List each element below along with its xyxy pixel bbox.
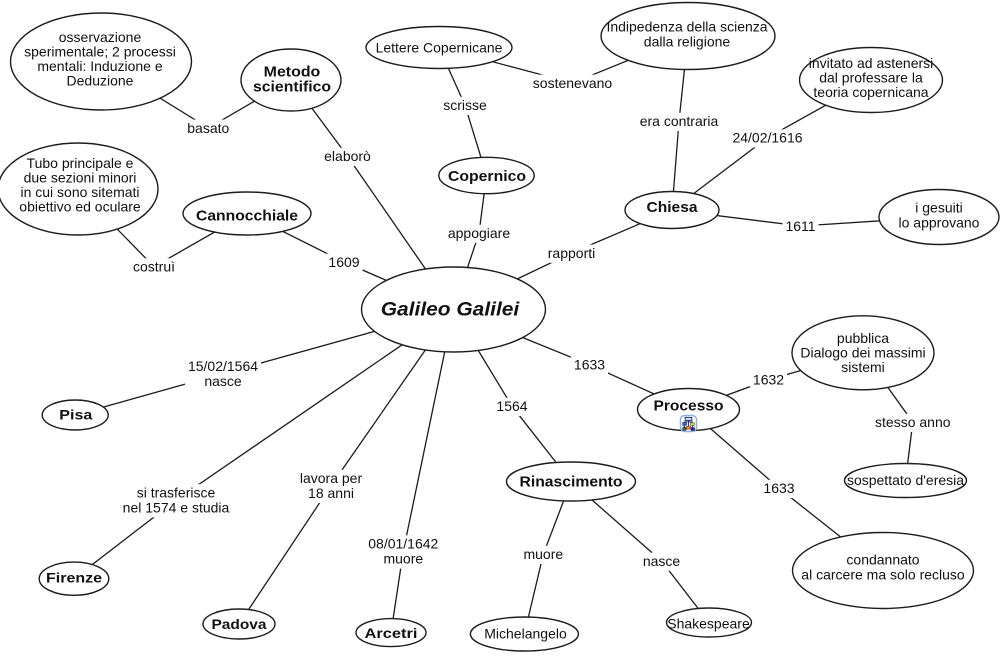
svg-text:mentali: Induzione e: mentali: Induzione e	[37, 58, 163, 74]
svg-text:Firenze: Firenze	[46, 570, 102, 586]
svg-text:condannato: condannato	[846, 552, 919, 568]
svg-text:dalla religione: dalla religione	[644, 34, 731, 50]
svg-text:Dialogo dei massimi: Dialogo dei massimi	[800, 345, 925, 361]
svg-text:Padova: Padova	[212, 616, 267, 632]
svg-text:teoria copernicana: teoria copernicana	[813, 84, 928, 100]
svg-text:si trasferisce: si trasferisce	[137, 484, 216, 500]
svg-text:appogiare: appogiare	[448, 225, 510, 241]
svg-text:lo approvano: lo approvano	[899, 215, 980, 231]
svg-text:Tubo principale e: Tubo principale e	[27, 155, 134, 171]
svg-text:1632: 1632	[753, 372, 784, 388]
svg-text:Processo: Processo	[654, 398, 724, 415]
svg-text:Deduzione: Deduzione	[67, 73, 134, 89]
svg-text:18 anni: 18 anni	[308, 485, 354, 501]
svg-text:obiettivo ed oculare: obiettivo ed oculare	[19, 199, 141, 215]
svg-text:due sezioni minori: due sezioni minori	[24, 170, 137, 186]
svg-text:08/01/1642: 08/01/1642	[368, 536, 438, 552]
svg-text:sostenevano: sostenevano	[533, 75, 613, 91]
svg-text:1633: 1633	[574, 357, 605, 373]
svg-text:sperimentale; 2 processi: sperimentale; 2 processi	[24, 44, 176, 60]
svg-text:muore: muore	[523, 546, 563, 562]
svg-text:muore: muore	[383, 551, 423, 567]
svg-text:i gesuiti: i gesuiti	[915, 200, 962, 216]
svg-text:al carcere ma solo recluso: al carcere ma solo recluso	[801, 567, 965, 583]
svg-text:Arcetri: Arcetri	[365, 625, 418, 641]
svg-text:1633: 1633	[763, 480, 794, 496]
svg-text:15/02/1564: 15/02/1564	[188, 358, 258, 374]
svg-text:Metodo: Metodo	[264, 64, 321, 81]
svg-text:Galileo Galilei: Galileo Galilei	[381, 300, 520, 321]
svg-text:Pisa: Pisa	[59, 407, 92, 423]
svg-text:24/02/1616: 24/02/1616	[732, 130, 802, 146]
svg-text:nasce: nasce	[643, 553, 681, 569]
svg-text:Shakespeare: Shakespeare	[667, 616, 750, 632]
svg-text:in cui sono sitemati: in cui sono sitemati	[20, 184, 139, 200]
svg-text:pubblica: pubblica	[837, 330, 889, 346]
svg-text:dal professare la: dal professare la	[819, 70, 923, 86]
svg-text:era contraria: era contraria	[640, 113, 719, 129]
svg-text:nasce: nasce	[204, 373, 242, 389]
svg-text:scrisse: scrisse	[443, 97, 487, 113]
svg-text:1611: 1611	[785, 218, 815, 234]
svg-text:elaborò: elaborò	[324, 148, 371, 164]
svg-text:Indipedenza della scienza: Indipedenza della scienza	[606, 19, 767, 35]
svg-text:sistemi: sistemi	[841, 359, 885, 375]
svg-text:basato: basato	[187, 120, 229, 136]
svg-text:osservazione: osservazione	[59, 29, 142, 45]
svg-text:invitato ad astenersi: invitato ad astenersi	[809, 55, 934, 71]
svg-text:stesso anno: stesso anno	[875, 414, 951, 430]
svg-text:Lettere Copernicane: Lettere Copernicane	[376, 40, 503, 56]
svg-text:lavora per: lavora per	[300, 470, 363, 486]
svg-text:Copernico: Copernico	[448, 168, 526, 185]
svg-text:Cannocchiale: Cannocchiale	[196, 207, 298, 224]
svg-text:Rinascimento: Rinascimento	[520, 474, 623, 491]
svg-text:rapporti: rapporti	[548, 245, 595, 261]
svg-text:Michelangelo: Michelangelo	[484, 626, 567, 642]
svg-text:Chiesa: Chiesa	[647, 199, 699, 216]
svg-text:1564: 1564	[496, 398, 527, 414]
svg-text:nel 1574 e studia: nel 1574 e studia	[123, 499, 230, 515]
svg-text:costruì: costruì	[133, 259, 175, 275]
svg-text:1609: 1609	[328, 254, 359, 270]
svg-text:scientifico: scientifico	[253, 79, 331, 96]
svg-text:sospettato d'eresia: sospettato d'eresia	[847, 472, 964, 488]
